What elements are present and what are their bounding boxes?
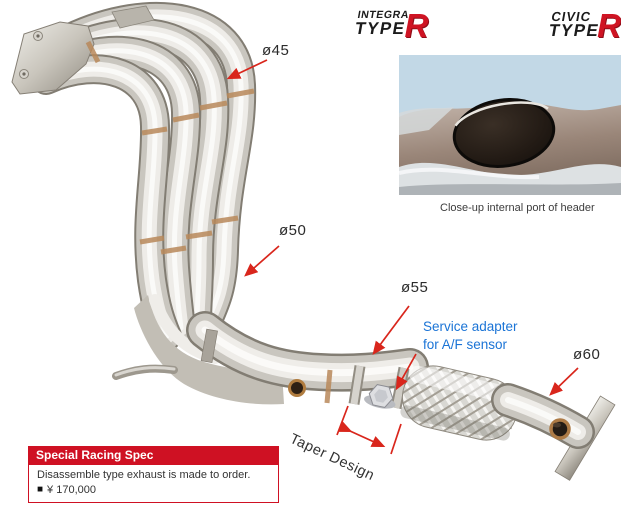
spec-description: Disassemble type exhaust is made to orde…: [37, 469, 251, 481]
inset-port-hole: [452, 98, 556, 168]
o2-sensor-bung-outlet: [549, 418, 571, 440]
label-dia-55: ø55: [401, 279, 429, 296]
service-adapter-line1: Service adapter: [423, 319, 518, 334]
inset-photo-graphic: [399, 55, 621, 195]
collector: [134, 295, 284, 405]
inset-silver-edge: [399, 107, 454, 135]
spec-price-row: ■ ¥ 170,000: [37, 483, 270, 497]
logo-type-word: TYPE: [547, 21, 601, 41]
spec-box: Special Racing Spec Disassemble type exh…: [28, 446, 279, 503]
civic-logo-text: CIVIC TYPE: [547, 9, 602, 41]
label-dia-50: ø50: [279, 222, 307, 239]
label-service-adapter: Service adapter for A/F sensor: [423, 318, 518, 353]
header-runner-3: [47, 17, 230, 337]
integra-logo-text: INTEGRA TYPE: [353, 9, 411, 38]
spec-price: ¥ 170,000: [47, 484, 96, 497]
label-dia-45: ø45: [262, 42, 290, 59]
weld-bands: [85, 40, 333, 404]
spec-box-body: Disassemble type exhaust is made to orde…: [28, 465, 279, 503]
inset-closeup-photo: [399, 55, 621, 195]
logo-red-r: R: [404, 7, 429, 44]
spec-box-title: Special Racing Spec: [28, 446, 279, 465]
logo-type-word: TYPE: [353, 18, 408, 38]
black-square-bullet: ■: [37, 484, 44, 496]
header-runner-4: [55, 1, 257, 335]
header-runner-2: [39, 35, 202, 343]
type-r-logos: INTEGRA TYPE R CIVIC TYPE R: [353, 7, 621, 47]
logo-red-r: R: [597, 7, 621, 44]
service-adapter-line2: for A/F sensor: [423, 336, 508, 352]
civic-type-r-logo: CIVIC TYPE R: [547, 7, 621, 47]
o2-sensor-bung-collector: [288, 379, 306, 397]
label-dia-60: ø60: [573, 346, 601, 363]
header-runner-1: [31, 54, 182, 351]
hanger-bracket: [112, 328, 218, 380]
integra-type-r-logo: INTEGRA TYPE R: [353, 7, 429, 47]
head-flange: [11, 21, 95, 95]
inset-streak: [399, 167, 540, 180]
service-adapter-bolt: [364, 384, 396, 409]
inset-caption: Close-up internal port of header: [440, 202, 595, 214]
flex-braid-section: [400, 365, 519, 441]
inset-underside-shade: [399, 183, 621, 195]
top-flange-tab: [111, 5, 155, 29]
outlet-pipe: [491, 383, 595, 449]
downpipe: [186, 311, 429, 392]
